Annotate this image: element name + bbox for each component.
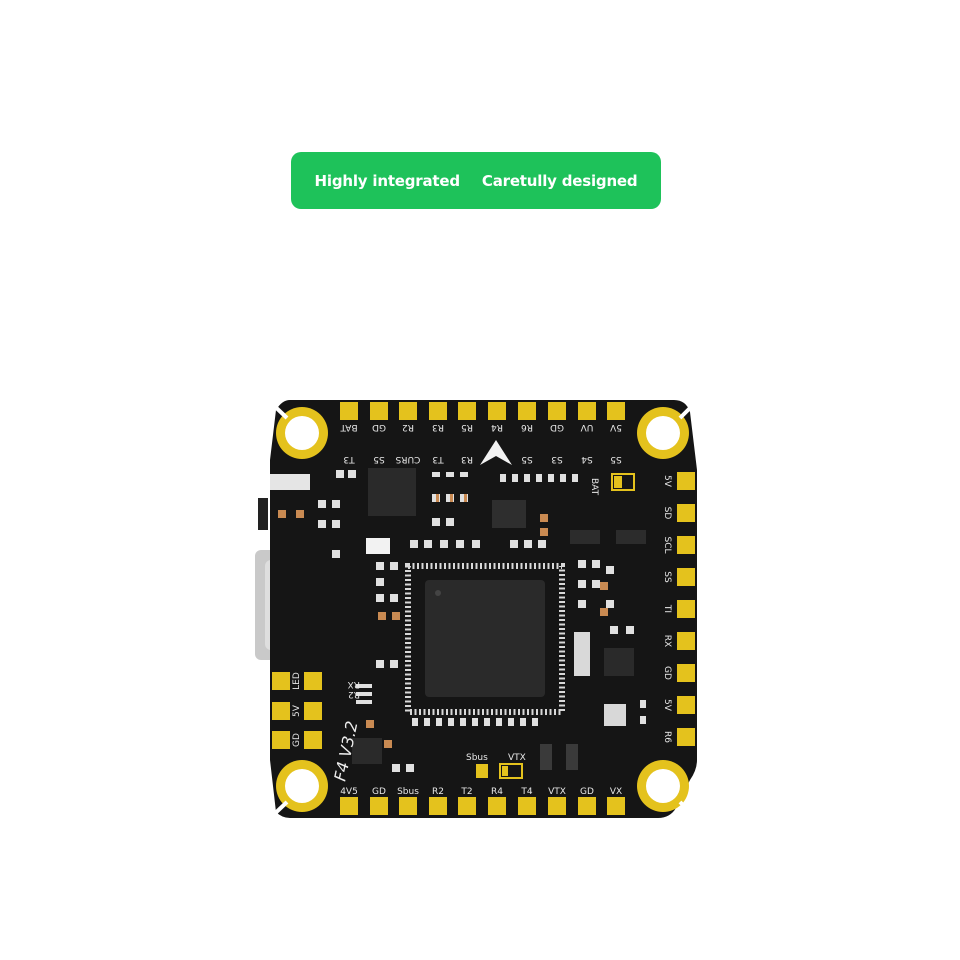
small-silkscreen-labels: Sbus VTX RX R2 BAT xyxy=(348,478,599,763)
top-label-6: R6 xyxy=(521,422,533,432)
top-label-5: R4 xyxy=(491,422,503,432)
regulator-left xyxy=(352,738,382,764)
bottom-label-8: GD xyxy=(580,787,594,797)
orange-resistors xyxy=(278,494,608,748)
mcu-chip xyxy=(405,563,565,715)
mounting-holes xyxy=(266,398,700,822)
bottom-label-1: GD xyxy=(372,787,386,797)
connector-white-2 xyxy=(366,538,390,554)
banner-right-text: Caretully designed xyxy=(481,171,638,190)
top-pads xyxy=(340,402,625,420)
label-bat-side: BAT xyxy=(589,478,599,496)
right-label-2: SCL xyxy=(662,536,672,553)
right-label-8: R6 xyxy=(662,731,672,743)
right-label-1: SD xyxy=(662,507,672,520)
inner-label-7: S3 xyxy=(551,454,562,464)
left-label-0: LED xyxy=(292,672,302,690)
right-label-7: 5V xyxy=(662,699,672,712)
mosfet-1 xyxy=(570,530,600,544)
bottom-label-3: R2 xyxy=(432,787,444,797)
right-label-5: RX xyxy=(662,635,672,647)
inner-label-4: R3 xyxy=(461,454,473,464)
bottom-pads xyxy=(340,797,625,815)
solder-jumpers xyxy=(476,473,635,779)
top-label-8: UV xyxy=(580,422,594,432)
left-label-1: 5V xyxy=(292,704,302,717)
top-inner-labels: T3 S5 CURS T3 R3 S5 S3 S4 S5 xyxy=(343,454,621,464)
mosfet-2 xyxy=(616,530,646,544)
bottom-label-9: VX xyxy=(610,787,622,797)
direction-arrow-icon xyxy=(480,440,512,465)
cap-tall-2 xyxy=(566,744,578,770)
inner-label-6: S5 xyxy=(521,454,532,464)
top-pad-labels: BAT GD R2 R3 R5 R4 R6 GD UV 5V xyxy=(340,422,622,432)
left-label-2: GD xyxy=(292,733,302,747)
right-label-4: TI xyxy=(662,604,672,613)
bottom-label-5: R4 xyxy=(491,787,503,797)
bottom-label-6: T4 xyxy=(520,787,532,797)
right-label-3: SS xyxy=(662,571,672,583)
cap-tall-1 xyxy=(540,744,552,770)
right-label-6: GD xyxy=(662,666,672,680)
smd-components xyxy=(318,470,646,772)
regulator-right xyxy=(604,648,634,676)
left-pads xyxy=(272,672,322,749)
top-label-1: GD xyxy=(372,422,386,432)
inner-label-1: S5 xyxy=(373,454,384,464)
label-sbus: Sbus xyxy=(466,753,488,763)
bottom-label-7: VTX xyxy=(548,787,566,797)
inner-label-0: T3 xyxy=(343,454,355,464)
label-vtx: VTX xyxy=(508,753,526,763)
connector-white xyxy=(270,474,310,490)
right-label-0: 5V xyxy=(662,475,672,488)
top-label-7: GD xyxy=(550,422,564,432)
left-pad-labels: LED 5V GD xyxy=(292,672,302,747)
flash-chip xyxy=(368,468,416,516)
bottom-pad-labels: 4V5 GD Sbus R2 T2 R4 T4 VTX GD VX xyxy=(340,787,622,797)
inner-label-9: S5 xyxy=(610,454,621,464)
inner-label-8: S4 xyxy=(581,454,593,464)
top-label-2: R2 xyxy=(402,422,414,432)
right-pads xyxy=(677,472,695,746)
feature-banner: Highly integrated Caretully designed xyxy=(291,152,661,209)
right-pad-labels: 5V SD SCL SS TI RX GD 5V R6 xyxy=(662,475,672,743)
label-r2: R2 xyxy=(348,689,360,699)
bottom-label-4: T2 xyxy=(460,787,472,797)
top-label-0: BAT xyxy=(340,422,358,432)
crystal xyxy=(574,632,590,676)
inner-label-3: T3 xyxy=(432,454,444,464)
gyro-chip xyxy=(492,500,526,528)
top-label-3: R3 xyxy=(432,422,444,432)
inner-label-2: CURS xyxy=(395,454,420,464)
banner-left-text: Highly integrated xyxy=(314,171,461,190)
button-square xyxy=(604,704,626,726)
top-label-9: 5V xyxy=(609,422,622,432)
bottom-label-0: 4V5 xyxy=(340,787,358,797)
bottom-label-2: Sbus xyxy=(397,787,419,797)
top-label-4: R5 xyxy=(461,422,473,432)
label-rx: RX xyxy=(348,679,360,689)
